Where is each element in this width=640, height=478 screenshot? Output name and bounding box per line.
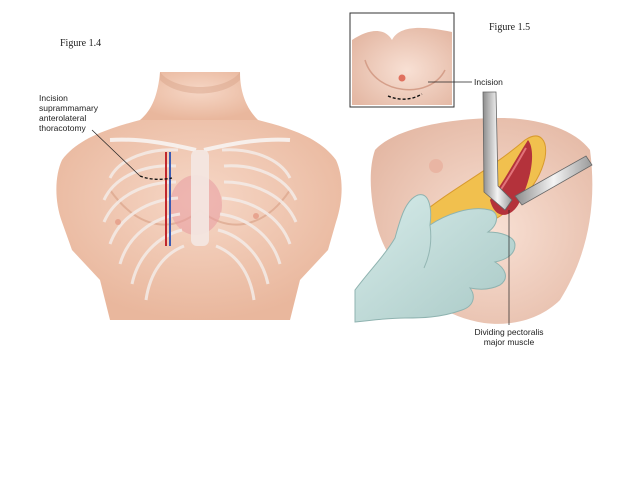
- surgical-nipple: [429, 159, 443, 173]
- inset-incision-label: Incision: [474, 77, 503, 87]
- surgical-illustration: [354, 91, 593, 325]
- annotation-leader: [91, 129, 141, 177]
- muscle-annotation: Dividing pectoralis major muscle: [467, 327, 551, 347]
- inset-incision-line: [387, 93, 423, 100]
- incision-annotation: Incision suprammamary anterolateral thor…: [39, 93, 98, 133]
- inset-nipple: [398, 74, 406, 82]
- figure-1-4-title: Figure 1.4: [60, 38, 102, 49]
- incision-line: [139, 175, 173, 180]
- right-nipple: [253, 213, 259, 219]
- left-nipple: [115, 219, 121, 225]
- annotation-line: thoracotomy: [39, 123, 86, 133]
- annotation-line: anterolateral: [39, 113, 87, 123]
- inset-illustration: [349, 12, 472, 108]
- annotation-line: suprammamary: [39, 103, 99, 113]
- surgical-instrument: [514, 155, 593, 206]
- gloved-hand: [354, 194, 516, 323]
- muscle-label-line: Dividing pectoralis: [474, 327, 544, 337]
- annotation-line: Incision: [39, 93, 68, 103]
- torso-illustration: [56, 72, 342, 320]
- figure-1-5-title: Figure 1.5: [489, 22, 531, 33]
- retractor: [482, 91, 513, 211]
- muscle-label-line: major muscle: [483, 337, 535, 347]
